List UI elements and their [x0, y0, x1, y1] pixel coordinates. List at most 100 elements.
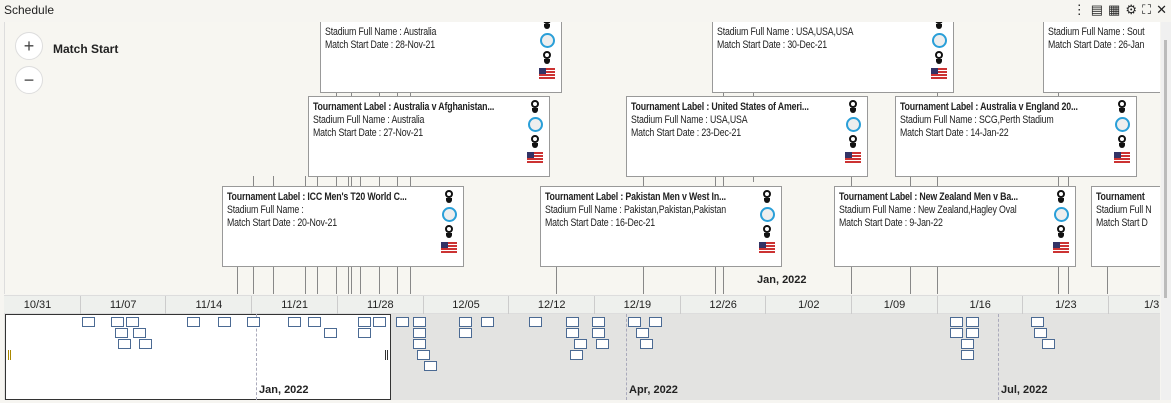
series-label: Match Start [53, 42, 119, 56]
overview-event-marker [950, 317, 963, 327]
overview-event-marker [566, 328, 579, 338]
location-pin-icon [1056, 225, 1066, 239]
us-flag-icon [539, 68, 555, 79]
overview-event-marker [966, 317, 979, 327]
match-card[interactable]: Tournament Label : Pakistan Men v West I… [540, 186, 782, 267]
match-card[interactable]: Tournament Label : ICC Men's T20 World C… [222, 186, 464, 267]
overview-event-marker [481, 317, 494, 327]
close-icon[interactable]: ✕ [1156, 2, 1167, 17]
overview-event-marker [187, 317, 200, 327]
axis-tick-label: 11/21 [251, 296, 337, 315]
stadium-name: Stadium Full Name : Australia [313, 114, 425, 126]
overview-event-marker [529, 317, 542, 327]
connector-line [1107, 266, 1108, 294]
location-pin-icon [530, 135, 540, 149]
stadium-name: Stadium Full Name : Sout [1048, 26, 1145, 38]
stadium-name: Stadium Full Name : Australia [325, 26, 437, 38]
team-logo-icon [539, 33, 555, 48]
axis-tick-label: 12/19 [593, 296, 680, 315]
stadium-name: Stadium Full Name : USA,USA,USA [717, 26, 854, 38]
stadium-name: Stadium Full Name : [227, 204, 304, 216]
stadium-name: Stadium Full Name : New Zealand,Hagley O… [839, 204, 1017, 216]
axis-tick-label: 11/07 [79, 296, 166, 315]
location-pin-icon [530, 100, 540, 114]
layout-icon[interactable]: ▤ [1090, 2, 1104, 17]
match-start-date: Match Start Date : 28-Nov-21 [325, 39, 435, 51]
overview-event-marker [424, 361, 437, 371]
overview-event-marker [950, 328, 963, 338]
zoom-in-button[interactable]: + [15, 32, 43, 60]
us-flag-icon [759, 242, 775, 253]
team-logo-icon [845, 117, 861, 132]
tournament-label: Tournament Label : Australia v Afghanist… [313, 101, 495, 113]
toolbar: ⋮ ▤ ▦ ⚙ ⛶ ✕ [1073, 2, 1167, 18]
axis-tick-label: 1/23 [1022, 296, 1108, 315]
overview-event-marker [628, 317, 641, 327]
overview-event-marker [417, 350, 430, 360]
left-resize-handle[interactable] [8, 350, 11, 360]
axis-tick-label: 1/3 [1108, 296, 1171, 315]
overview-event-marker [118, 339, 131, 349]
match-card[interactable]: Tournament Label : United States of Amer… [626, 96, 868, 177]
team-logo-icon [1114, 117, 1130, 132]
overview-event-marker [574, 339, 587, 349]
more-vert-icon[interactable]: ⋮ [1072, 2, 1086, 17]
axis-tick-label: 10/31 [0, 296, 80, 315]
location-pin-icon [934, 22, 944, 30]
stadium-name: Stadium Full N [1096, 204, 1152, 216]
overview-month-divider [256, 314, 257, 400]
match-start-date: Match Start Date : 20-Nov-21 [227, 217, 337, 229]
overview-event-marker [961, 350, 974, 360]
match-start-date: Match Start Date : 23-Dec-21 [631, 127, 741, 139]
overview-month-label: Apr, 2022 [629, 384, 678, 396]
overview-event-marker [413, 328, 426, 338]
location-pin-icon [444, 225, 454, 239]
scrollbar-thumb[interactable] [1164, 40, 1167, 298]
overview-month-divider [626, 314, 627, 400]
right-resize-handle[interactable] [385, 350, 388, 360]
match-card[interactable]: Tournament Label : Australia v England 2… [895, 96, 1137, 177]
zoom-out-button[interactable]: − [15, 66, 43, 94]
title-bar: Schedule ⋮▤▦⚙⛶✕ [0, 0, 1171, 20]
location-pin-icon [1117, 135, 1127, 149]
overview-event-marker [640, 339, 653, 349]
overview-event-marker [115, 328, 128, 338]
tournament-label: Tournament [1096, 191, 1145, 203]
location-pin-icon [848, 135, 858, 149]
location-pin-icon [762, 190, 772, 204]
team-logo-icon [931, 33, 947, 48]
team-logo-icon [1053, 207, 1069, 222]
grid-icon[interactable]: ▦ [1108, 2, 1121, 17]
overview-event-marker [324, 328, 337, 338]
match-card[interactable]: Tournament Label : New Zealand Men v Ba.… [834, 186, 1076, 267]
axis-tick-label: 1/09 [851, 296, 937, 315]
location-pin-icon [762, 225, 772, 239]
location-pin-icon [444, 190, 454, 204]
match-card[interactable]: Tournament Label : Australia v Afghanist… [308, 96, 550, 177]
tournament-label: Tournament Label : New Zealand Men v Ba.… [839, 191, 1018, 203]
tournament-label: Tournament Label : Australia v England 2… [900, 101, 1078, 113]
tournament-label: Tournament Label : ICC Men's T20 World C… [227, 191, 407, 203]
overview-event-marker [126, 317, 139, 327]
fullscreen-icon[interactable]: ⛶ [1141, 2, 1152, 17]
us-flag-icon [845, 152, 861, 163]
overview-event-marker [358, 328, 371, 338]
stadium-name: Stadium Full Name : SCG,Perth Stadium [900, 114, 1054, 126]
timeline-pane[interactable]: + − Match Start Jan, 2022 Stadium Full N… [4, 22, 1160, 294]
location-pin-icon [1056, 190, 1066, 204]
location-pin-icon [542, 22, 552, 30]
gear-icon[interactable]: ⚙ [1125, 2, 1137, 17]
us-flag-icon [931, 68, 947, 79]
match-start-date: Match Start Date : 14-Jan-22 [900, 127, 1009, 139]
stadium-name: Stadium Full Name : USA,USA [631, 114, 748, 126]
overview-event-marker [308, 317, 321, 327]
axis-tick-label: 1/16 [936, 296, 1023, 315]
overview-event-marker [566, 317, 579, 327]
vertical-scrollbar[interactable] [1161, 22, 1171, 400]
axis-tick-label: 1/02 [765, 296, 851, 315]
